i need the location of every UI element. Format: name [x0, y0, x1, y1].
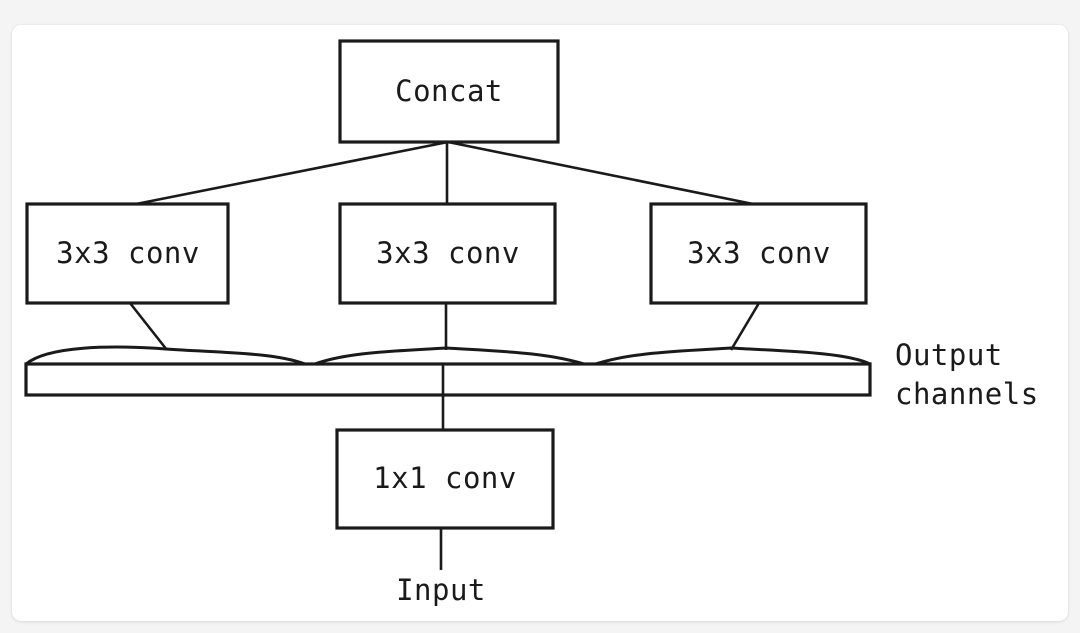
edges-concat-to-convs [130, 140, 759, 207]
node-concat-box[interactable] [338, 39, 560, 144]
edge-conv-right-to-channels [729, 302, 761, 351]
architecture-diagram: Concat 3x3 conv 3x3 conv 3x3 conv 1x1 co… [24, 39, 1039, 607]
edges-convs-to-channels [128, 302, 761, 351]
channel-grouping-wave [24, 345, 872, 368]
label-output-channels-line1: Output [895, 338, 1003, 372]
node-conv-1x1-label: 1x1 conv [373, 461, 517, 495]
node-conv-1x1-box[interactable] [335, 428, 555, 530]
node-concat[interactable]: Concat [338, 39, 560, 144]
label-input: Input [396, 573, 486, 607]
output-channel-bar [24, 362, 872, 397]
node-conv-right-box[interactable] [649, 202, 868, 305]
edge-concat-to-conv-right [447, 140, 759, 207]
node-concat-label: Concat [395, 74, 503, 108]
node-conv-left-label: 3x3 conv [56, 236, 200, 270]
node-conv-middle-box[interactable] [338, 202, 557, 305]
edge-concat-to-conv-left [130, 140, 449, 207]
node-conv-left-box[interactable] [25, 202, 230, 305]
node-conv-left[interactable]: 3x3 conv [25, 202, 230, 305]
node-conv-right-label: 3x3 conv [687, 236, 831, 270]
edge-conv-left-to-channels [128, 302, 169, 351]
node-conv-1x1[interactable]: 1x1 conv [335, 428, 555, 530]
node-conv-right[interactable]: 3x3 conv [649, 202, 868, 305]
label-output-channels-line2: channels [895, 377, 1039, 411]
diagram-card: Concat 3x3 conv 3x3 conv 3x3 conv 1x1 co… [12, 25, 1068, 621]
node-conv-middle-label: 3x3 conv [376, 236, 520, 270]
node-conv-middle[interactable]: 3x3 conv [338, 202, 557, 305]
